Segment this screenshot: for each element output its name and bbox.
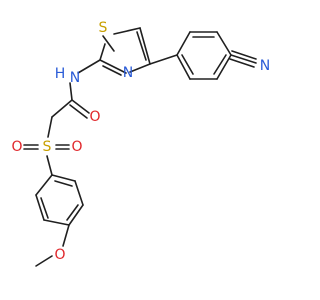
bond [68, 204, 84, 226]
bond [46, 155, 53, 176]
bond [99, 59, 127, 74]
molecule-structure: S N N H O S O O O N [11, 20, 270, 267]
bond [35, 255, 53, 267]
bond [216, 31, 232, 56]
bond [216, 54, 232, 80]
bond [35, 174, 53, 196]
bond [129, 63, 151, 73]
bond [35, 194, 45, 221]
bond [47, 116, 53, 138]
bond [69, 104, 88, 119]
sulfonyl-sulfur-atom: S [43, 139, 52, 155]
bond [229, 58, 255, 68]
bond [213, 54, 227, 75]
bond [77, 59, 101, 74]
bond [102, 65, 122, 76]
nitrogen-atom-ring: N [123, 65, 133, 81]
bond [176, 31, 191, 56]
bond [176, 54, 191, 80]
sulfonyl-oxygen-right: O [71, 139, 82, 155]
atom-labels: S N N H O S O O O N [11, 20, 270, 263]
bond [139, 27, 151, 65]
bond [71, 99, 90, 114]
bond [181, 54, 194, 75]
bond [113, 27, 141, 35]
sulfonyl-oxygen-left: O [11, 139, 22, 155]
bond [51, 99, 73, 118]
bond [62, 224, 70, 247]
bond [231, 50, 257, 60]
nitrile-nitrogen-atom: N [260, 58, 270, 74]
bond [54, 180, 73, 187]
bond [40, 197, 49, 219]
bond [51, 174, 76, 182]
amide-nitrogen-atom: N [70, 70, 80, 86]
bond [149, 54, 178, 65]
sulfur-atom-ring: S [99, 20, 108, 36]
bond [136, 31, 147, 61]
bond [102, 35, 115, 52]
bond [43, 219, 70, 226]
bond [230, 54, 257, 64]
bond [69, 82, 73, 101]
bonds [23, 27, 257, 267]
bond [66, 204, 79, 221]
methoxy-oxygen-atom: O [54, 247, 65, 263]
bond [74, 180, 84, 206]
bond [99, 43, 106, 61]
amide-hydrogen-atom: H [55, 66, 66, 82]
carbonyl-oxygen-atom: O [89, 109, 100, 125]
